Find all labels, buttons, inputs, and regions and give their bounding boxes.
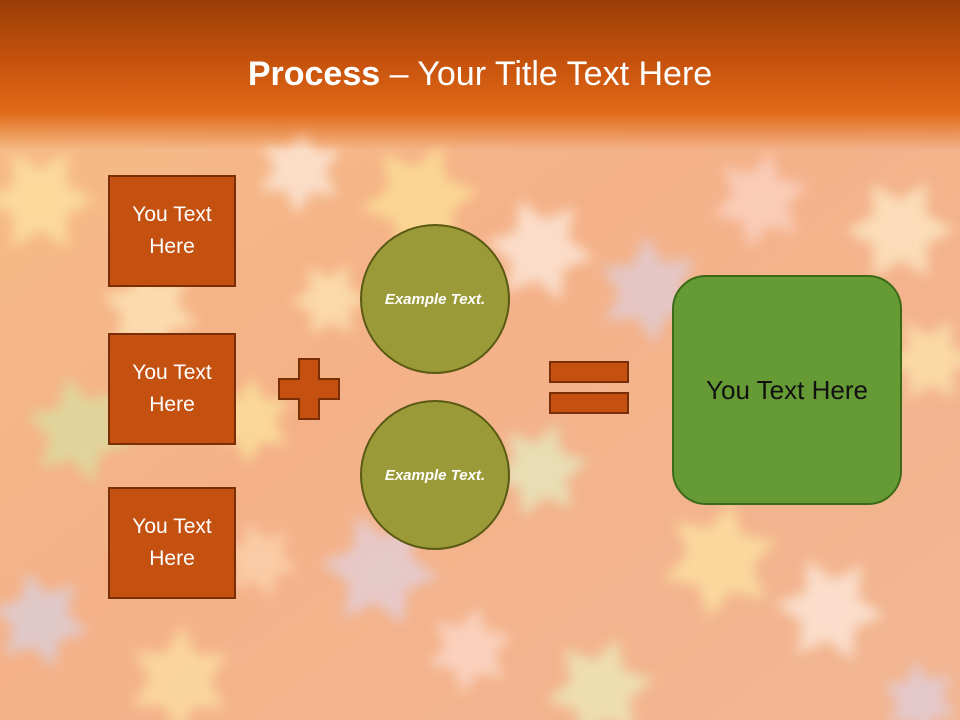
bokeh-star: [885, 320, 960, 400]
plus-icon: [278, 358, 340, 420]
bokeh-star: [427, 605, 513, 695]
bokeh-star: [131, 625, 229, 720]
title-rest: – Your Title Text Here: [380, 55, 713, 93]
slide-title: Process – Your Title Text Here: [0, 52, 960, 96]
example-circle-2[interactable]: Example Text.: [360, 400, 510, 550]
bokeh-star: [0, 571, 89, 669]
bokeh-star: [546, 638, 654, 720]
bokeh-star: [485, 199, 595, 301]
title-bar: [0, 0, 960, 150]
bokeh-star: [845, 181, 955, 279]
result-box-label: You Text Here: [706, 374, 868, 405]
bokeh-star: [883, 660, 957, 720]
bokeh-star: [0, 152, 95, 248]
text-box-2-label: You Text Here: [132, 361, 212, 416]
example-circle-2-label: Example Text.: [384, 466, 486, 484]
text-box-1[interactable]: You Text Here: [108, 175, 236, 287]
example-circle-1-label: Example Text.: [384, 290, 486, 308]
bokeh-star: [775, 559, 885, 661]
result-box[interactable]: You Text Here: [672, 275, 902, 505]
text-box-1-label: You Text Here: [132, 203, 212, 258]
bokeh-star: [663, 501, 777, 619]
bokeh-star: [600, 235, 700, 345]
bokeh-star: [27, 376, 133, 484]
bokeh-star: [290, 264, 370, 336]
text-box-2[interactable]: You Text Here: [108, 333, 236, 445]
bokeh-star: [490, 423, 590, 517]
title-bold: Process: [247, 55, 381, 93]
text-box-3-label: You Text Here: [132, 515, 212, 570]
equals-icon: [549, 361, 629, 414]
text-box-3[interactable]: You Text Here: [108, 487, 236, 599]
bokeh-star: [221, 521, 299, 599]
example-circle-1[interactable]: Example Text.: [360, 224, 510, 374]
bokeh-star: [712, 151, 808, 249]
